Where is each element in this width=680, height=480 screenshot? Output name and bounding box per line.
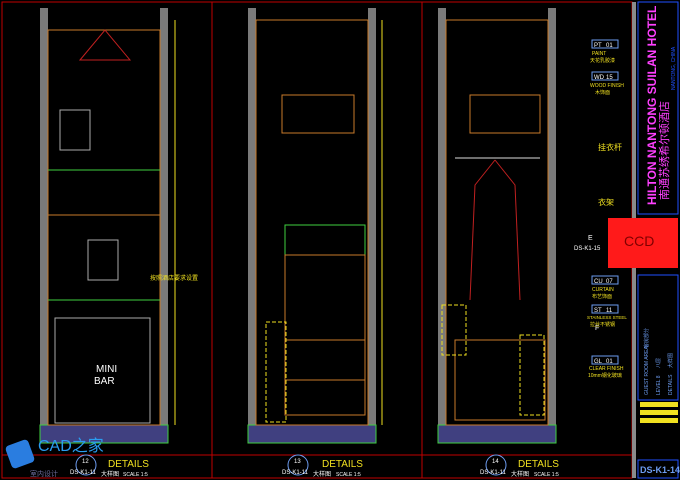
firm-logo: CCD — [624, 233, 654, 249]
title-block: HILTON NANTONG SUILAN HOTEL 南通苏绣希尔顿酒店 NA… — [608, 1, 680, 479]
svg-text:GL: GL — [594, 359, 603, 365]
svg-text:STAINLESS STEEL: STAINLESS STEEL — [587, 315, 627, 320]
detail-title-12: 12 DS-K1-11 DETAILS 大样图 SCALE 1:5 — [70, 454, 149, 478]
watermark-brand: CAD之家 — [38, 437, 104, 455]
svg-text:DETAILS: DETAILS — [322, 459, 363, 470]
svg-text:DETAILS: DETAILS — [668, 374, 674, 395]
svg-text:大样图: 大样图 — [313, 470, 331, 478]
svg-text:CU: CU — [594, 279, 603, 285]
minibar-label-2: BAR — [94, 376, 115, 387]
svg-text:DS-K1-11: DS-K1-11 — [480, 470, 507, 476]
svg-text:DETAILS: DETAILS — [518, 459, 559, 470]
svg-text:PAINT: PAINT — [592, 51, 606, 57]
svg-text:CLEAR FINISH: CLEAR FINISH — [589, 366, 624, 372]
detail-title-13: 13 DS-K1-11 DETAILS 大样图 SCALE 1:5 — [282, 454, 363, 478]
svg-text:天花乳胶漆: 天花乳胶漆 — [590, 57, 615, 64]
svg-text:01: 01 — [606, 359, 613, 365]
svg-text:大样图: 大样图 — [511, 470, 529, 478]
svg-text:木饰面: 木饰面 — [595, 89, 610, 96]
svg-text:布艺饰面: 布艺饰面 — [592, 293, 612, 300]
firm-logo-panel — [608, 218, 678, 268]
hanger-rod-label: 挂衣杆 — [598, 142, 622, 152]
svg-text:拉丝不锈钢: 拉丝不锈钢 — [590, 321, 615, 328]
svg-text:DS-K1-11: DS-K1-11 — [70, 470, 97, 476]
svg-text:07: 07 — [606, 279, 613, 285]
svg-text:WD: WD — [594, 75, 605, 81]
tag-st11: ST 11 STAINLESS STEEL 拉丝不锈钢 — [587, 304, 627, 328]
hotel-name-cn: 南通苏绣希尔顿酒店 — [657, 101, 671, 200]
svg-text:客房部分: 客房部分 — [643, 328, 650, 348]
minibar-label: MINI — [96, 364, 117, 375]
svg-text:DETAILS: DETAILS — [108, 459, 149, 470]
svg-text:11: 11 — [606, 308, 613, 314]
svg-text:10mm钢化玻璃: 10mm钢化玻璃 — [588, 372, 622, 379]
svg-text:八层: 八层 — [656, 358, 662, 368]
svg-text:LEVEL 8: LEVEL 8 — [656, 375, 662, 395]
svg-text:PT: PT — [594, 43, 602, 49]
svg-text:14: 14 — [492, 459, 499, 465]
svg-text:ST: ST — [594, 308, 602, 314]
svg-text:13: 13 — [294, 459, 301, 465]
hotel-name-en: HILTON NANTONG SUILAN HOTEL — [645, 6, 659, 205]
cad-home-watermark: CAD之家 室内设计 — [5, 437, 104, 478]
callout-f: F — [595, 325, 599, 332]
detail-title-14: 14 DS-K1-11 DETAILS 大样图 SCALE 1:5 — [480, 454, 559, 478]
svg-text:GUEST ROOM AREA: GUEST ROOM AREA — [644, 346, 650, 395]
svg-text:DS-K1-11: DS-K1-11 — [282, 470, 309, 476]
svg-text:大样图: 大样图 — [101, 470, 119, 478]
svg-text:CURTAIN: CURTAIN — [592, 287, 614, 293]
svg-text:SCALE 1:5: SCALE 1:5 — [123, 472, 148, 478]
svg-text:SCALE 1:5: SCALE 1:5 — [534, 472, 559, 478]
svg-text:SCALE 1:5: SCALE 1:5 — [336, 472, 361, 478]
location: NANTONG, CHINA — [671, 46, 677, 90]
detail-14-drawing — [437, 8, 557, 444]
sheet-number: DS-K1-14 — [640, 465, 680, 475]
svg-text:12: 12 — [82, 459, 89, 465]
tag-pt01: PT 01 PAINT 天花乳胶漆 — [590, 39, 619, 64]
svg-text:01: 01 — [606, 43, 613, 49]
note-left: 按照酒店要求设置 — [150, 274, 198, 282]
detail-12-drawing — [39, 8, 176, 444]
hanger-label: 衣架 — [598, 197, 614, 207]
svg-text:15: 15 — [606, 75, 613, 81]
svg-text:大样图: 大样图 — [667, 353, 674, 368]
callout-e: E — [588, 235, 593, 242]
detail-13-drawing — [247, 8, 383, 444]
watermark-sub: 室内设计 — [30, 469, 58, 478]
callout-e-ref: DS-K1-15 — [574, 246, 601, 252]
svg-text:WOOD FINISH: WOOD FINISH — [590, 83, 624, 89]
